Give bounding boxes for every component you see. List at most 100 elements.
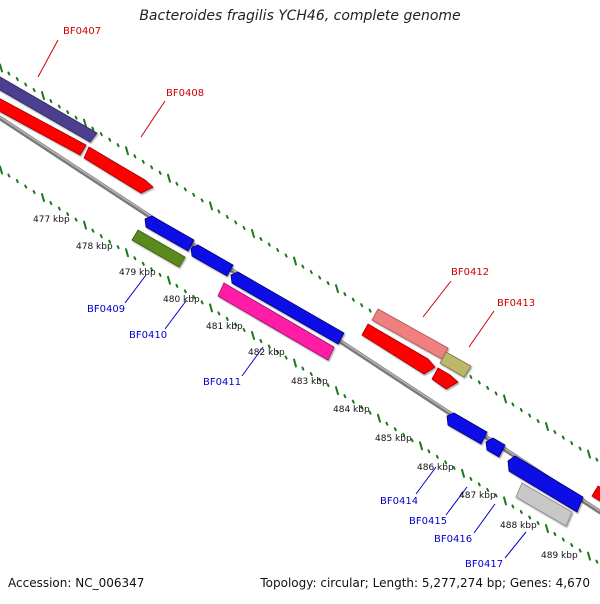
- inner-tick: [343, 394, 347, 399]
- inner-tick: [553, 532, 557, 537]
- inner-tick: [7, 173, 11, 178]
- inner-tick: [318, 377, 322, 382]
- inner-tick: [587, 551, 591, 561]
- scale-label-480: 480 kbp: [163, 295, 200, 305]
- inner-tick: [74, 217, 78, 222]
- feature-bf0407[interactable]: [0, 74, 98, 143]
- inner-tick: [175, 283, 179, 288]
- outer-tick: [7, 71, 11, 76]
- inner-tick: [133, 256, 137, 261]
- gene-label-bf0412[interactable]: BF0412: [451, 267, 489, 278]
- outer-tick: [141, 159, 145, 164]
- feature-blue-1[interactable]: [144, 215, 195, 252]
- inner-tick: [158, 272, 162, 277]
- inner-tick: [99, 234, 103, 239]
- outer-tick: [318, 275, 322, 280]
- feature-red-a[interactable]: [361, 323, 436, 375]
- inner-tick: [545, 524, 549, 534]
- gene-label-bf0411[interactable]: BF0411: [203, 377, 241, 388]
- feature-bf0411[interactable]: [230, 271, 345, 345]
- inner-tick: [578, 548, 582, 553]
- outer-tick: [108, 137, 112, 142]
- outer-tick: [477, 380, 481, 385]
- outer-tick: [99, 132, 103, 137]
- feature-red-edge[interactable]: [591, 485, 600, 502]
- feature-bf0413[interactable]: [439, 351, 472, 378]
- inner-tick: [32, 190, 36, 195]
- inner-tick: [536, 521, 540, 526]
- inner-tick: [469, 476, 473, 481]
- inner-tick: [91, 228, 95, 233]
- feature-bf0408[interactable]: [83, 146, 154, 194]
- outer-tick: [15, 77, 19, 82]
- inner-tick: [267, 344, 271, 349]
- feature-bf0415[interactable]: [485, 437, 506, 458]
- outer-tick: [351, 297, 355, 302]
- outer-tick: [234, 220, 238, 225]
- inner-tick: [444, 460, 448, 465]
- outer-tick: [301, 264, 305, 269]
- outer-tick: [259, 236, 263, 241]
- inner-tick: [167, 275, 171, 285]
- outer-tick: [595, 457, 599, 462]
- outer-tick: [91, 126, 95, 131]
- gene-label-bf0410[interactable]: BF0410: [129, 330, 167, 341]
- inner-tick: [192, 294, 196, 299]
- inner-tick: [301, 366, 305, 371]
- feature-bf0414[interactable]: [446, 412, 488, 445]
- inner-tick: [461, 468, 465, 478]
- outer-tick: [242, 225, 246, 230]
- inner-tick: [83, 220, 87, 230]
- outer-tick: [486, 385, 490, 390]
- inner-tick: [410, 438, 414, 443]
- outer-tick: [57, 104, 61, 109]
- inner-tick: [234, 322, 238, 327]
- gene-label-bf0408[interactable]: BF0408: [166, 88, 204, 99]
- inner-tick: [200, 300, 204, 305]
- inner-tick: [49, 201, 53, 206]
- outer-tick: [469, 374, 473, 379]
- outer-tick: [536, 419, 540, 424]
- outer-tick: [217, 209, 221, 214]
- scale-label-484: 484 kbp: [333, 405, 370, 415]
- inner-tick: [519, 509, 523, 514]
- map-title: Bacteroides fragilis YCH46, complete gen…: [139, 8, 461, 24]
- gene-label-bf0407[interactable]: BF0407: [63, 26, 101, 37]
- outer-tick: [32, 88, 36, 93]
- feature-bf0410[interactable]: [190, 244, 234, 277]
- inner-tick: [225, 316, 229, 321]
- outer-tick: [167, 173, 171, 183]
- feature-bf0407-red[interactable]: [0, 96, 87, 156]
- outer-tick: [116, 143, 120, 148]
- inner-tick: [15, 179, 19, 184]
- feature-red-b[interactable]: [431, 367, 459, 390]
- gene-label-bf0409[interactable]: BF0409: [87, 304, 125, 315]
- gene-label-bf0417[interactable]: BF0417: [465, 559, 503, 570]
- outer-tick: [335, 284, 339, 294]
- outer-tick: [553, 430, 557, 435]
- feature-magenta[interactable]: [217, 282, 335, 361]
- gene-label-bf0414[interactable]: BF0414: [380, 496, 418, 507]
- gene-label-bf0415[interactable]: BF0415: [409, 516, 447, 527]
- inner-tick: [360, 405, 364, 410]
- inner-tick: [141, 261, 145, 266]
- outer-tick: [175, 181, 179, 186]
- outer-tick: [267, 242, 271, 247]
- inner-tick: [494, 493, 498, 498]
- gene-label-bf0416[interactable]: BF0416: [434, 534, 472, 545]
- outer-tick: [0, 63, 3, 73]
- feature-bf0409[interactable]: [131, 229, 186, 268]
- outer-tick: [125, 146, 129, 156]
- scale-label-482: 482 kbp: [248, 348, 285, 358]
- inner-tick: [183, 289, 187, 294]
- outer-tick: [561, 435, 565, 440]
- gene-label-bf0413[interactable]: BF0413: [497, 298, 535, 309]
- inner-tick-row: [0, 165, 599, 564]
- outer-tick: [251, 228, 255, 238]
- outer-tick: [503, 394, 507, 404]
- outer-tick-row: [0, 63, 599, 462]
- outer-tick: [183, 187, 187, 192]
- feature-bf0416[interactable]: [507, 455, 584, 513]
- feature-bf0417[interactable]: [515, 482, 573, 527]
